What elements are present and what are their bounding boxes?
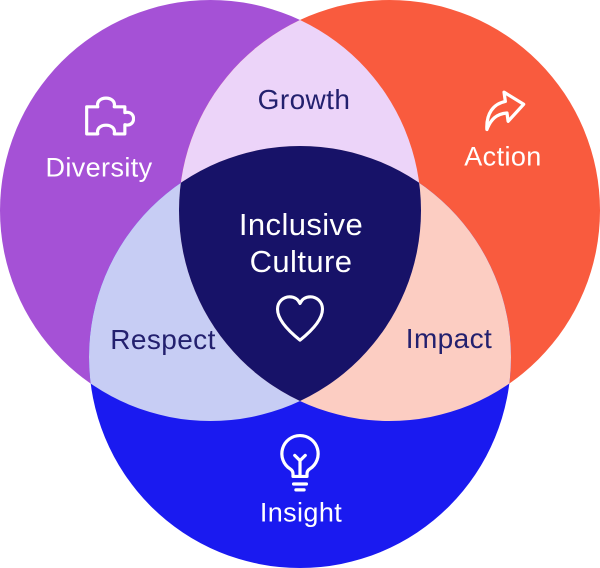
label-diversity: Diversity xyxy=(45,152,153,183)
center-title-line2: Culture xyxy=(249,244,353,279)
center-title: Inclusive Culture xyxy=(239,206,363,280)
label-insight: Insight xyxy=(259,497,343,528)
label-growth: Growth xyxy=(257,84,351,115)
label-respect: Respect xyxy=(110,324,216,355)
label-impact: Impact xyxy=(405,323,493,354)
label-action: Action xyxy=(464,141,542,172)
center-title-line1: Inclusive xyxy=(238,207,364,242)
lightbulb-icon xyxy=(280,433,320,492)
heart-icon xyxy=(275,295,325,342)
region-inclusive-culture xyxy=(179,146,421,421)
puzzle-icon xyxy=(85,96,135,136)
arrow-icon xyxy=(485,90,526,132)
